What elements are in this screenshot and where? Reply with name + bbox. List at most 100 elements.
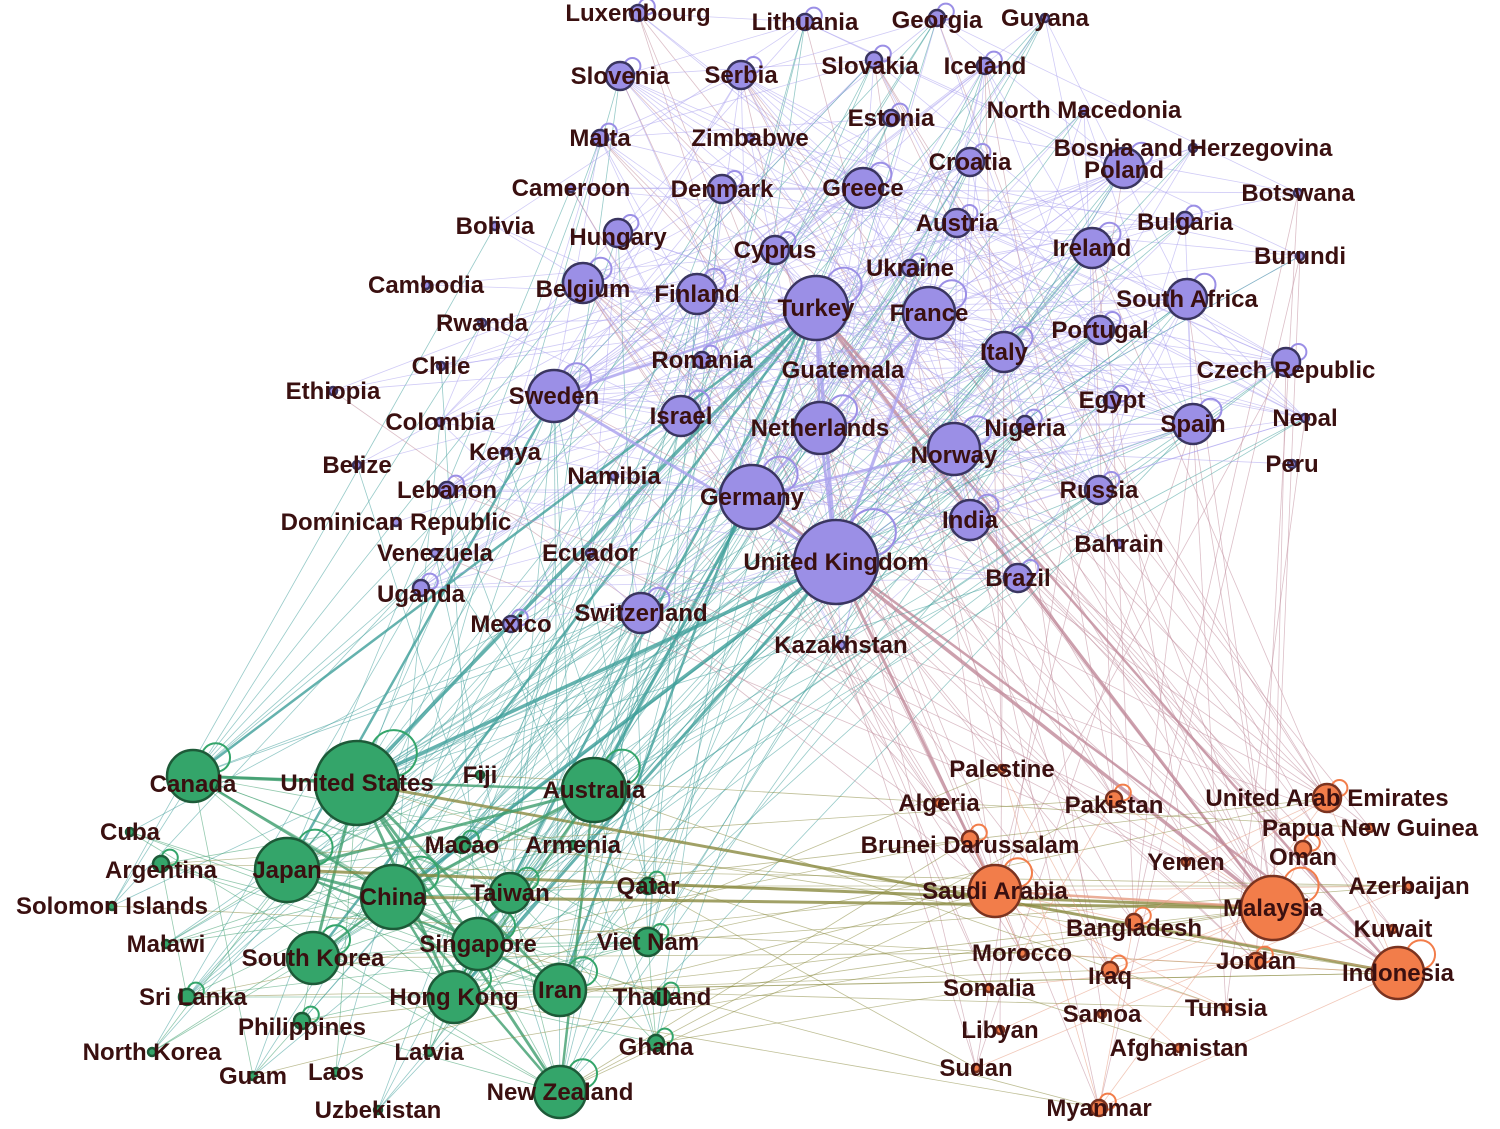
- node-jordan[interactable]: [1246, 951, 1266, 971]
- node-china[interactable]: [359, 863, 427, 931]
- node-south-africa[interactable]: [1165, 277, 1209, 321]
- node-sudan[interactable]: [970, 1062, 982, 1074]
- node-dominican-republic[interactable]: [390, 516, 402, 528]
- node-zimbabwe[interactable]: [744, 132, 756, 144]
- node-bosnia[interactable]: [1187, 142, 1199, 154]
- node-japan[interactable]: [253, 836, 321, 904]
- node-ethiopia[interactable]: [327, 385, 339, 397]
- node-czech-republic[interactable]: [1270, 346, 1302, 378]
- node-netherlands[interactable]: [792, 400, 848, 456]
- node-cuba[interactable]: [124, 826, 136, 838]
- node-lebanon[interactable]: [437, 480, 457, 500]
- node-qatar[interactable]: [638, 876, 658, 896]
- node-rwanda[interactable]: [476, 317, 488, 329]
- node-venezuela[interactable]: [429, 547, 441, 559]
- node-palestine[interactable]: [996, 763, 1008, 775]
- node-namibia[interactable]: [608, 470, 620, 482]
- node-austria[interactable]: [941, 207, 973, 239]
- node-north-macedonia[interactable]: [1078, 104, 1090, 116]
- node-israel[interactable]: [659, 394, 703, 438]
- node-libyan[interactable]: [994, 1024, 1006, 1036]
- node-ghana[interactable]: [646, 1033, 666, 1053]
- node-sri-lanka[interactable]: [177, 987, 197, 1007]
- node-pakistan[interactable]: [1104, 789, 1124, 809]
- node-malta[interactable]: [590, 128, 610, 148]
- node-south-korea[interactable]: [285, 930, 341, 986]
- node-kenya[interactable]: [499, 446, 511, 458]
- node-algeria[interactable]: [933, 797, 945, 809]
- node-saudi-arabia[interactable]: [967, 863, 1023, 919]
- node-guatemala[interactable]: [837, 364, 849, 376]
- node-belize[interactable]: [351, 459, 363, 471]
- node-botswana[interactable]: [1292, 187, 1304, 199]
- node-brunei[interactable]: [960, 829, 980, 849]
- node-armenia[interactable]: [567, 839, 579, 851]
- node-croatia[interactable]: [954, 146, 986, 178]
- node-greece[interactable]: [841, 166, 885, 210]
- node-bulgaria[interactable]: [1175, 210, 1195, 230]
- node-laos[interactable]: [330, 1066, 342, 1078]
- node-colombia[interactable]: [434, 416, 446, 428]
- node-australia[interactable]: [560, 756, 628, 824]
- node-hungary[interactable]: [602, 217, 634, 249]
- node-ireland[interactable]: [1070, 226, 1114, 270]
- node-poland[interactable]: [1102, 146, 1146, 190]
- node-viet-nam[interactable]: [632, 926, 664, 958]
- node-north-korea[interactable]: [146, 1046, 158, 1058]
- node-slovakia[interactable]: [864, 50, 884, 70]
- node-bahrain[interactable]: [1113, 538, 1125, 550]
- node-mexico[interactable]: [501, 614, 521, 634]
- node-brazil[interactable]: [1002, 562, 1034, 594]
- node-estonia[interactable]: [881, 108, 901, 128]
- node-malawi[interactable]: [160, 938, 172, 950]
- node-singapore[interactable]: [450, 916, 506, 972]
- node-france[interactable]: [901, 285, 957, 341]
- node-ukraine[interactable]: [900, 258, 920, 278]
- node-serbia[interactable]: [725, 59, 757, 91]
- node-afghanistan[interactable]: [1173, 1042, 1185, 1054]
- node-russia[interactable]: [1083, 474, 1115, 506]
- node-philippines[interactable]: [292, 1011, 312, 1031]
- node-azerbaijan[interactable]: [1403, 880, 1415, 892]
- node-turkey[interactable]: [782, 274, 850, 342]
- node-germany[interactable]: [718, 463, 786, 531]
- node-png[interactable]: [1364, 822, 1376, 834]
- node-guam[interactable]: [247, 1070, 259, 1082]
- node-georgia[interactable]: [927, 8, 947, 28]
- node-denmark[interactable]: [706, 173, 738, 205]
- node-latvia[interactable]: [423, 1046, 435, 1058]
- node-norway[interactable]: [926, 421, 982, 477]
- node-chile[interactable]: [435, 360, 447, 372]
- node-spain[interactable]: [1171, 402, 1215, 446]
- node-new-zealand[interactable]: [532, 1064, 588, 1120]
- node-sweden[interactable]: [526, 368, 582, 424]
- node-italy[interactable]: [982, 330, 1026, 374]
- node-yemen[interactable]: [1180, 856, 1192, 868]
- node-taiwan[interactable]: [488, 871, 532, 915]
- node-canada[interactable]: [165, 748, 221, 804]
- node-romania[interactable]: [692, 350, 712, 370]
- node-cambodia[interactable]: [420, 279, 432, 291]
- node-burundi[interactable]: [1294, 250, 1306, 262]
- node-cameroon[interactable]: [565, 182, 577, 194]
- node-indonesia[interactable]: [1370, 945, 1426, 1001]
- node-macao[interactable]: [452, 835, 472, 855]
- node-slovenia[interactable]: [604, 60, 636, 92]
- node-malaysia[interactable]: [1239, 874, 1307, 942]
- node-bangladesh[interactable]: [1124, 912, 1144, 932]
- node-nigeria[interactable]: [1015, 414, 1035, 434]
- node-hong-kong[interactable]: [426, 969, 482, 1025]
- node-cyprus[interactable]: [759, 234, 791, 266]
- node-kuwait[interactable]: [1387, 923, 1399, 935]
- node-united-states[interactable]: [313, 739, 401, 827]
- node-nepal[interactable]: [1299, 412, 1311, 424]
- node-solomon-islands[interactable]: [106, 900, 118, 912]
- node-iran[interactable]: [532, 962, 588, 1018]
- node-finland[interactable]: [675, 272, 719, 316]
- node-thailand[interactable]: [652, 987, 672, 1007]
- node-ecuador[interactable]: [584, 547, 596, 559]
- node-india[interactable]: [948, 498, 992, 542]
- node-fiji[interactable]: [474, 769, 486, 781]
- node-united-kingdom[interactable]: [792, 518, 880, 606]
- node-uzbekistan[interactable]: [372, 1104, 384, 1116]
